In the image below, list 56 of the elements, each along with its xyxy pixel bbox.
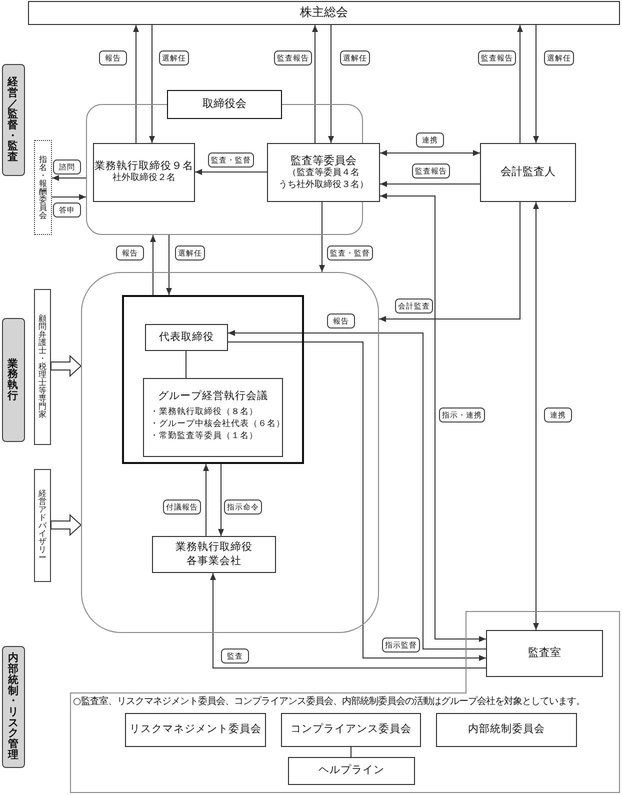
org-box <box>93 143 195 202</box>
arrow <box>194 169 268 175</box>
title-text: グループ経営執行会議 <box>158 390 268 404</box>
arrow <box>52 194 86 200</box>
arrow <box>378 202 520 322</box>
org-box: 株主総会 <box>28 1 620 25</box>
detail-text: 社外取締役２名 <box>112 173 176 186</box>
org-box: ヘルプライン <box>288 757 415 785</box>
arrow <box>210 572 486 668</box>
arrow <box>166 234 172 296</box>
org-box <box>152 536 276 573</box>
arrow <box>328 24 334 144</box>
arrow <box>133 24 139 144</box>
arrow <box>380 181 480 187</box>
connector-line <box>350 746 352 758</box>
arrow <box>149 24 155 144</box>
section-tab: 内部統制・リスク管理 <box>2 646 25 768</box>
detail-text: （監査等委員４名 <box>288 168 360 180</box>
block-arrow <box>50 354 82 378</box>
block-arrow <box>50 514 82 536</box>
arrow <box>380 193 486 642</box>
arrow <box>533 202 539 630</box>
title-text: 業務執行取締役 <box>176 540 252 554</box>
title-text: 業務執行取締役９名 <box>94 160 194 172</box>
detail-text: 各事業会社 <box>186 554 242 568</box>
org-box: リスクマネジメント委員会 <box>125 713 266 747</box>
side-box: 顧問弁護士・税理士等専門家 <box>34 289 51 445</box>
org-box: コンプライアンス委員会 <box>281 713 421 747</box>
arrow <box>150 234 156 296</box>
org-box: 内部統制委員会 <box>436 713 577 747</box>
list-item: ・業務執行取締役（８名） <box>150 406 258 418</box>
org-box <box>267 143 380 202</box>
title-text: 監査等委員会 <box>290 154 356 167</box>
org-box: 代表取締役 <box>145 324 228 351</box>
section-tab: 経営／監督・監査 <box>2 64 25 176</box>
dotted-box: 指名・報酬委員会 <box>34 140 52 235</box>
arrow <box>380 150 480 156</box>
arrow <box>52 175 86 181</box>
note-text: ○監査室、リスクマネジメント委員会、コンプライアンス委員会、内部統制委員会の活動はグループ会社を対象としています。 <box>73 696 586 708</box>
arrow <box>517 24 523 144</box>
section-tab: 業務執行 <box>2 318 25 442</box>
frame-box <box>122 295 304 464</box>
org-box <box>143 378 283 457</box>
org-box: 監査室 <box>486 630 603 677</box>
arrow <box>203 464 209 536</box>
arrow <box>312 24 318 144</box>
list-item: ・グループ中核会社代表（６名） <box>150 418 285 430</box>
heading-box: 取締役会 <box>167 90 282 119</box>
org-box: 会計監査人 <box>480 143 576 202</box>
side-box: 経営アドバイザリー <box>34 469 51 582</box>
list-item: ・常勤監査等委員（１名） <box>150 430 258 443</box>
arrow <box>533 24 539 144</box>
arrow <box>319 202 325 272</box>
detail-text: うち社外取締役３名） <box>278 180 368 192</box>
arrow <box>218 464 224 536</box>
group-frame <box>81 272 379 633</box>
